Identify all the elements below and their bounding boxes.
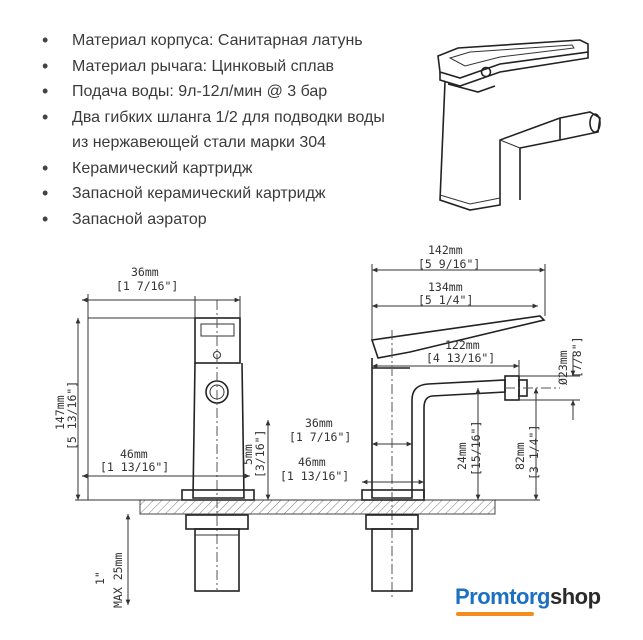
spec-item-line: из нержавеющей стали марки 304 xyxy=(72,134,327,151)
countertop-hatch xyxy=(139,499,496,515)
spec-item: Запасной керамический картридж xyxy=(22,181,385,207)
dim-side-outlet-d: Ø23mm xyxy=(556,350,570,385)
dim-front-base-w-in: [1 13/16"] xyxy=(100,460,169,474)
side-view xyxy=(361,315,560,598)
dim-side-lever-in: [5 1/4"] xyxy=(418,293,473,307)
dim-front-top-w: 36mm xyxy=(131,265,159,279)
spec-item: Материал корпуса: Санитарная латунь xyxy=(22,28,385,54)
logo-part-promtorg: Promtorg xyxy=(455,584,551,609)
dim-side-spout-in: [4 13/16"] xyxy=(426,351,495,365)
dim-front-max-mm: MAX 25mm xyxy=(111,553,125,608)
dim-side-outlet-h-in: [15/16"] xyxy=(469,421,483,476)
front-dimensions xyxy=(75,294,271,605)
dim-front-base-w: 46mm xyxy=(120,447,148,461)
promtorgshop-logo[interactable]: Promtorgshop xyxy=(455,584,601,616)
dim-front-small: 5mm xyxy=(241,444,255,465)
side-dimensions xyxy=(362,264,580,501)
spec-item: Подача воды: 9л-12л/мин @ 3 бар xyxy=(22,79,385,105)
spec-item: Материал рычага: Цинковый сплав xyxy=(22,54,385,80)
dim-side-h-in: [3 1/4"] xyxy=(527,425,541,480)
spec-item: Керамический картридж xyxy=(22,156,385,182)
dim-front-max: 1" xyxy=(93,571,107,585)
dim-front-small-in: [3/16"] xyxy=(253,430,267,478)
dim-side-top-w: 36mm xyxy=(305,416,333,430)
dim-side-lever: 134mm xyxy=(428,280,463,294)
spec-list: Материал корпуса: Санитарная латунь Мате… xyxy=(22,28,385,232)
dim-side-base-w-in: [1 13/16"] xyxy=(280,469,349,483)
dim-side-total: 142mm xyxy=(428,243,463,257)
dim-front-h-in: [5 13/16"] xyxy=(65,381,79,450)
dim-side-top-w-in: [1 7/16"] xyxy=(289,430,351,444)
faucet-perspective-sketch xyxy=(437,39,601,211)
front-view xyxy=(181,300,255,592)
dim-front-top-w-in: [1 7/16"] xyxy=(116,279,178,293)
logo-underline xyxy=(456,612,534,616)
spec-item: Два гибких шланга 1/2 для подводки воды и… xyxy=(22,105,385,156)
dim-side-outlet-h: 24mm xyxy=(455,442,469,470)
dim-front-h: 147mm xyxy=(53,395,67,430)
dim-side-base-w: 46mm xyxy=(298,455,326,469)
logo-part-shop: shop xyxy=(550,584,601,609)
dim-side-total-in: [5 9/16"] xyxy=(418,257,480,271)
dim-side-spout: 122mm xyxy=(445,338,480,352)
dim-side-outlet-d-in: [7/8"] xyxy=(570,336,584,378)
spec-item-line: Два гибких шланга 1/2 для подводки воды xyxy=(72,108,385,126)
dim-side-h: 82mm xyxy=(513,442,527,470)
spec-item: Запасной аэратор xyxy=(22,207,385,233)
